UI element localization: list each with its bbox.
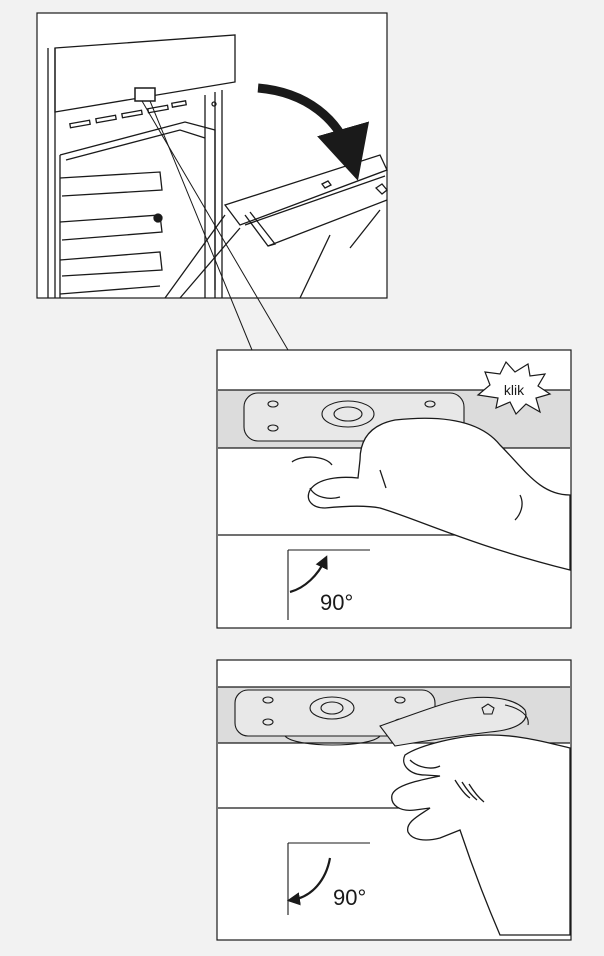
panel-bottom: 90° (217, 660, 571, 940)
klik-label: klik (504, 382, 525, 398)
angle-label-bottom: 90° (333, 885, 366, 910)
panel-top (37, 13, 387, 298)
angle-label-mid: 90° (320, 590, 353, 615)
panel-mid: klik 90° (217, 350, 571, 628)
